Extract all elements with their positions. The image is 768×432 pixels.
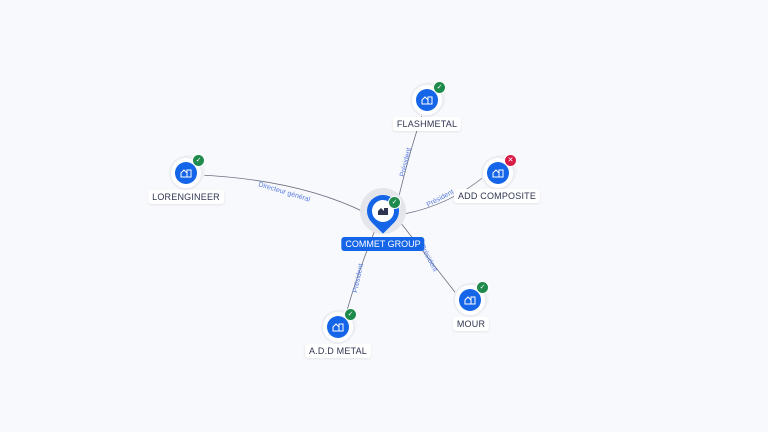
status-active-icon: ✓ [476,281,489,294]
building-icon [327,316,349,338]
edge-mour [399,221,459,297]
center-node-label[interactable]: COMMET GROUP [341,237,425,251]
edge-label-add-composite: Président [426,189,455,209]
company-label-flashmetal[interactable]: FLASHMETAL [392,117,462,131]
building-icon [416,89,438,111]
company-label-lorengineer[interactable]: LORENGINEER [148,190,224,204]
building-icon [175,162,197,184]
company-node-lorengineer[interactable]: ✓ [171,154,205,188]
company-node-add-metal[interactable]: ✓ [323,308,357,342]
edge-add-composite [403,174,487,215]
company-label-mour[interactable]: MOUR [452,317,490,331]
status-active-icon: ✓ [192,154,205,167]
edge-lorengineer [199,174,367,214]
company-label-add-metal[interactable]: A.D.D METAL [304,344,372,358]
company-node-flashmetal[interactable]: ✓ [412,81,446,115]
status-active-icon: ✓ [388,196,401,209]
status-active-icon: ✓ [433,81,446,94]
company-node-add-composite[interactable]: ✕ [483,154,517,188]
company-node-mour[interactable]: ✓ [455,281,489,315]
building-icon [487,162,509,184]
company-label-add-composite[interactable]: ADD COMPOSITE [453,189,541,203]
building-icon [459,289,481,311]
edge-label-add-metal: Président [352,263,365,293]
status-active-icon: ✓ [344,308,357,321]
edge-label-flashmetal: Président [399,147,413,177]
status-inactive-icon: ✕ [504,154,517,167]
edge-label-lorengineer: Directeur général [257,181,311,204]
